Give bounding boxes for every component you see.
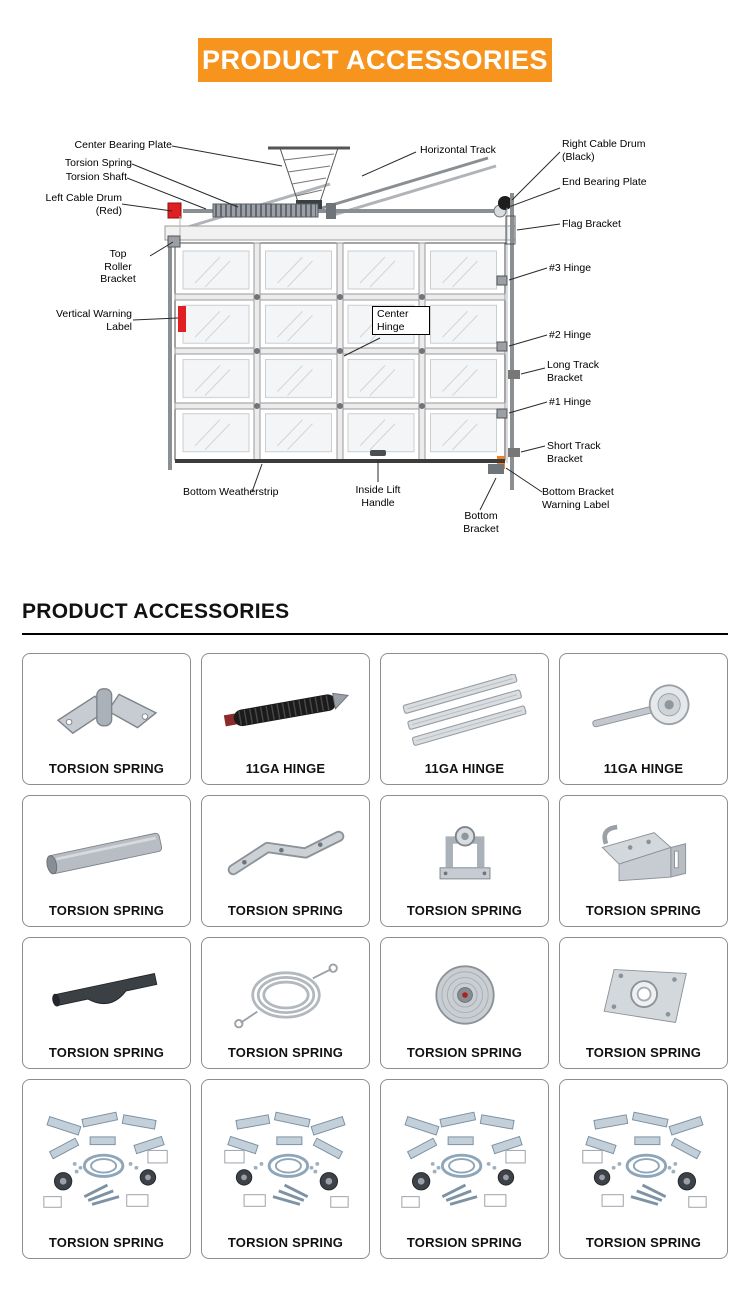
section-title: PRODUCT ACCESSORIES: [22, 600, 290, 623]
label-hinge-2: #2 Hinge: [549, 329, 592, 341]
hardware-kit-image: [566, 1086, 721, 1235]
product-label: TORSION SPRING: [48, 1045, 165, 1060]
torsion-spring-coil-image: [208, 660, 363, 761]
product-label: TORSION SPRING: [585, 1045, 702, 1060]
garage-door-drawing: [121, 145, 561, 511]
product-label: TORSION SPRING: [227, 1045, 344, 1060]
top-banner: PRODUCT ACCESSORIES: [198, 38, 552, 82]
product-label: TORSION SPRING: [406, 903, 523, 918]
product-label: TORSION SPRING: [406, 1235, 523, 1250]
label-horizontal-track: Horizontal Track: [420, 144, 496, 156]
product-label: TORSION SPRING: [585, 1235, 702, 1250]
label-short-track-bracket: Short Track Bracket: [547, 440, 601, 465]
product-card: TORSION SPRING: [201, 937, 370, 1069]
bracket-with-roller-image: [387, 802, 542, 903]
hardware-kit-image: [208, 1086, 363, 1235]
product-card: TORSION SPRING: [22, 937, 191, 1069]
hardware-kit-image: [387, 1086, 542, 1235]
product-label: TORSION SPRING: [48, 761, 165, 776]
product-card: TORSION SPRING: [559, 937, 728, 1069]
label-hinge-1: #1 Hinge: [549, 396, 592, 408]
label-inside-lift-handle: Inside Lift Handle: [355, 484, 401, 509]
product-label: TORSION SPRING: [227, 1235, 344, 1250]
product-card: TORSION SPRING: [559, 1079, 728, 1259]
product-label: 11GA HINGE: [603, 761, 684, 776]
label-bottom-bracket-warning: Bottom Bracket Warning Label: [542, 486, 614, 511]
label-end-bearing-plate: End Bearing Plate: [562, 176, 647, 188]
label-hinge-3: #3 Hinge: [549, 262, 592, 274]
product-grid: TORSION SPRING 11GA HINGE: [22, 653, 728, 1259]
label-long-track-bracket: Long Track Bracket: [547, 359, 599, 384]
label-torsion-shaft: Torsion Shaft: [65, 171, 127, 183]
bearing-plate-image: [566, 944, 721, 1045]
product-card: TORSION SPRING: [201, 795, 370, 927]
cable-drum-image: [387, 944, 542, 1045]
label-center-hinge: Center Hinge: [372, 306, 430, 336]
garage-door-diagram: Center Bearing Plate Torsion Spring Tors…: [0, 108, 750, 578]
label-bottom-bracket: Bottom Bracket: [463, 510, 499, 535]
product-card: 11GA HINGE: [380, 653, 549, 785]
product-card: TORSION SPRING: [559, 795, 728, 927]
product-card: 11GA HINGE: [201, 653, 370, 785]
product-card: TORSION SPRING: [22, 795, 191, 927]
track-roller-image: [566, 660, 721, 761]
label-left-cable-drum: Left Cable Drum (Red): [45, 192, 122, 217]
product-label: 11GA HINGE: [245, 761, 326, 776]
label-flag-bracket: Flag Bracket: [562, 218, 621, 230]
section-heading: PRODUCT ACCESSORIES: [22, 600, 728, 635]
product-label: TORSION SPRING: [48, 1235, 165, 1250]
track-struts-image: [387, 660, 542, 761]
label-top-roller-bracket: Top Roller Bracket: [100, 248, 136, 286]
product-card: TORSION SPRING: [201, 1079, 370, 1259]
label-torsion-spring: Torsion Spring: [64, 157, 132, 169]
label-center-bearing-plate: Center Bearing Plate: [74, 139, 172, 151]
hardware-kit-image: [29, 1086, 184, 1235]
strap-hinge-image: [29, 660, 184, 761]
product-card: 11GA HINGE: [559, 653, 728, 785]
banner-title: PRODUCT ACCESSORIES: [201, 44, 549, 75]
cable-coil-image: [208, 944, 363, 1045]
product-label: TORSION SPRING: [227, 903, 344, 918]
bottom-seal-image: [29, 944, 184, 1045]
torsion-shaft-image: [29, 802, 184, 903]
product-card: TORSION SPRING: [380, 795, 549, 927]
product-card: TORSION SPRING: [380, 1079, 549, 1259]
label-right-cable-drum: Right Cable Drum (Black): [562, 138, 646, 163]
perforated-bracket-image: [566, 802, 721, 903]
product-label: TORSION SPRING: [48, 903, 165, 918]
product-card: TORSION SPRING: [380, 937, 549, 1069]
flat-bracket-image: [208, 802, 363, 903]
product-label: TORSION SPRING: [406, 1045, 523, 1060]
label-bottom-weatherstrip: Bottom Weatherstrip: [183, 486, 279, 498]
product-label: 11GA HINGE: [424, 761, 505, 776]
product-label: TORSION SPRING: [585, 903, 702, 918]
product-card: TORSION SPRING: [22, 1079, 191, 1259]
label-vertical-warning-label: Vertical Warning Label: [55, 308, 132, 333]
product-card: TORSION SPRING: [22, 653, 191, 785]
